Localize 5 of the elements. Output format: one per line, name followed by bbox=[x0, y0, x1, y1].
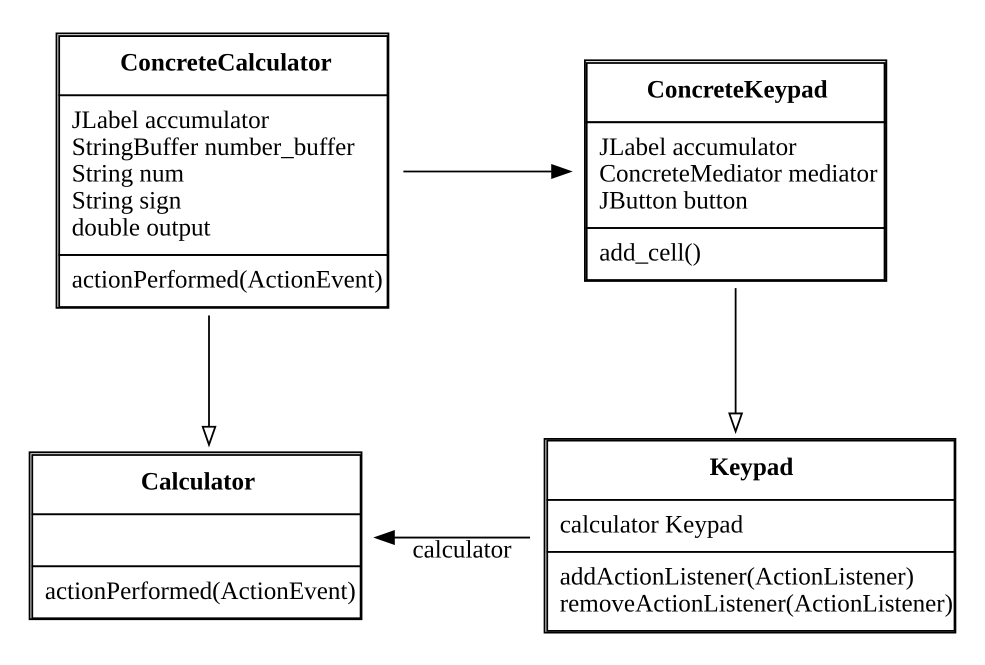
arrow bbox=[373, 530, 530, 545]
edge-label: calculator bbox=[412, 536, 512, 564]
arrow bbox=[728, 288, 744, 434]
arrow bbox=[403, 163, 573, 179]
arrow bbox=[201, 314, 217, 447]
